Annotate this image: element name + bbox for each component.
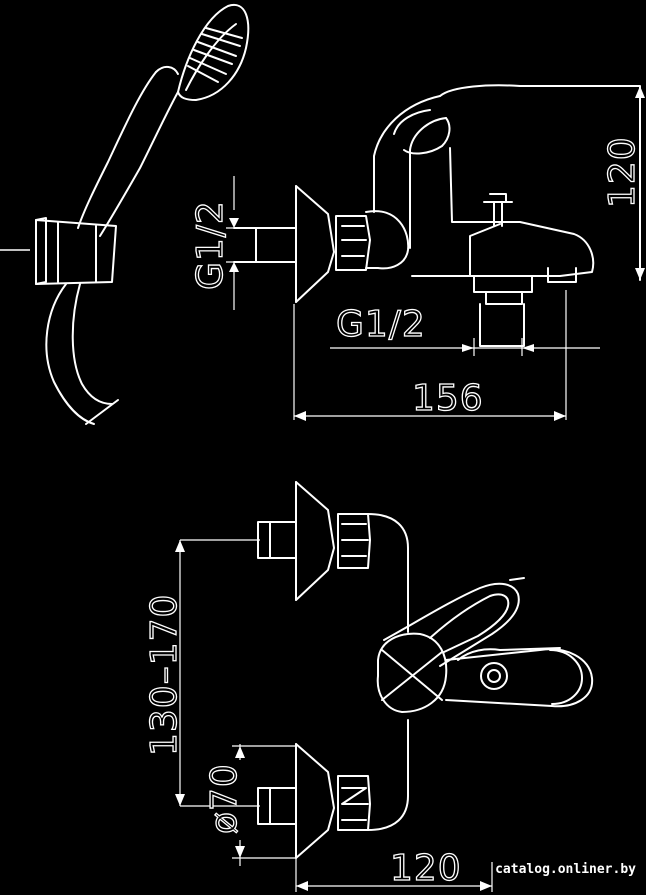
front-view bbox=[257, 481, 594, 859]
dim-thread-horizontal: G1/2 bbox=[336, 304, 426, 345]
dim-projection: 120 bbox=[390, 848, 462, 889]
dim-thread-vertical: G1/2 bbox=[190, 200, 231, 290]
dim-length: 156 bbox=[412, 378, 484, 419]
front-view-dimensions: 130–170 ø70 120 bbox=[143, 539, 493, 892]
dim-flange-diameter: ø70 bbox=[204, 763, 245, 834]
side-view-dimensions: G1/2 G1/2 120 156 bbox=[189, 86, 645, 421]
watermark: catalog.onliner.by bbox=[495, 862, 636, 877]
side-view bbox=[233, 84, 641, 347]
hand-shower bbox=[0, 3, 250, 425]
dim-height: 120 bbox=[602, 136, 643, 208]
dim-center-distance: 130–170 bbox=[144, 594, 185, 756]
